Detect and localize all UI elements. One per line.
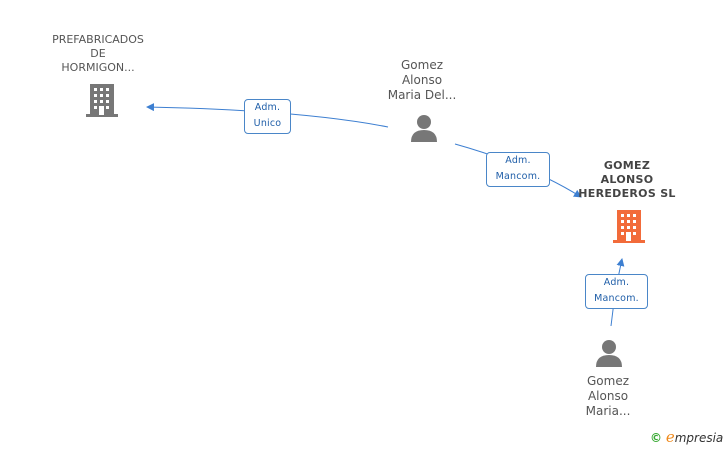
company-label-line: GOMEZ xyxy=(603,159,651,172)
edge-label-line: Adm. xyxy=(254,102,281,113)
edge-label-line: Mancom. xyxy=(594,293,639,304)
brand-logo-initial: e xyxy=(665,428,675,446)
edge-label-adm-mancom[interactable]: Adm. Mancom. xyxy=(486,152,550,187)
person-icon[interactable] xyxy=(596,340,622,367)
person-label-maria-del[interactable]: Gomez Alonso Maria Del... xyxy=(372,58,472,103)
edge-label-line: Unico xyxy=(253,118,282,129)
person-label-line: Gomez xyxy=(586,374,629,388)
copyright-symbol: © xyxy=(650,431,662,445)
person-label-line: Alonso xyxy=(401,73,443,87)
building-icon[interactable] xyxy=(613,210,645,243)
person-label-line: Maria Del... xyxy=(387,88,457,102)
edge-label-adm-mancom[interactable]: Adm. Mancom. xyxy=(585,274,648,309)
person-label-line: Gomez xyxy=(400,58,443,72)
person-label-maria[interactable]: Gomez Alonso Maria... xyxy=(566,374,650,419)
empresia-watermark: © empresia xyxy=(650,428,723,446)
company-label-prefabricados[interactable]: PREFABRICADOS DE HORMIGON... xyxy=(40,33,156,75)
building-icon[interactable] xyxy=(86,84,118,117)
edge-label-line: Mancom. xyxy=(495,171,541,182)
company-label-line: PREFABRICADOS xyxy=(52,33,144,46)
company-label-line: DE xyxy=(90,47,106,60)
person-label-line: Alonso xyxy=(587,389,629,403)
company-label-line: ALONSO xyxy=(600,173,654,186)
edge-label-line: Adm. xyxy=(505,155,531,166)
company-label-line: HORMIGON... xyxy=(61,61,135,74)
edge-label-line: Adm. xyxy=(603,277,630,288)
edge-label-adm-unico[interactable]: Adm. Unico xyxy=(244,99,291,134)
company-label-line: HEREDEROS SL xyxy=(578,187,676,200)
brand-logo-text: mpresia xyxy=(674,431,724,445)
company-label-gomez-alonso-herederos[interactable]: GOMEZ ALONSO HEREDEROS SL xyxy=(576,159,678,201)
person-label-line: Maria... xyxy=(585,404,631,418)
person-icon[interactable] xyxy=(411,115,437,142)
